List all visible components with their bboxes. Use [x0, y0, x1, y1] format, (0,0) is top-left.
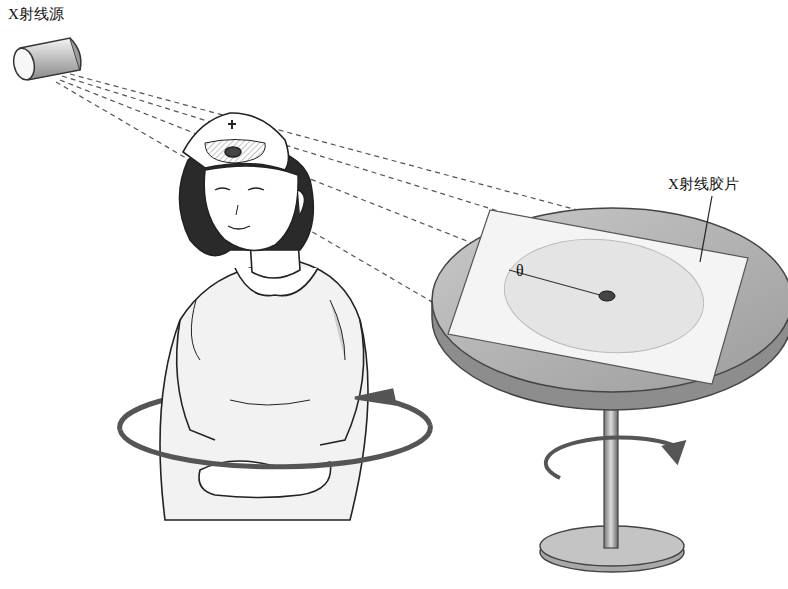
film-label: X射线胶片	[668, 176, 739, 193]
xray-film	[448, 210, 748, 384]
xray-source	[11, 38, 81, 82]
rotation-arrow	[120, 390, 430, 467]
angle-label: θ	[516, 262, 524, 280]
source-label: X射线源	[8, 6, 64, 23]
rotation-arrow	[546, 434, 693, 478]
rotating-table	[432, 196, 788, 572]
